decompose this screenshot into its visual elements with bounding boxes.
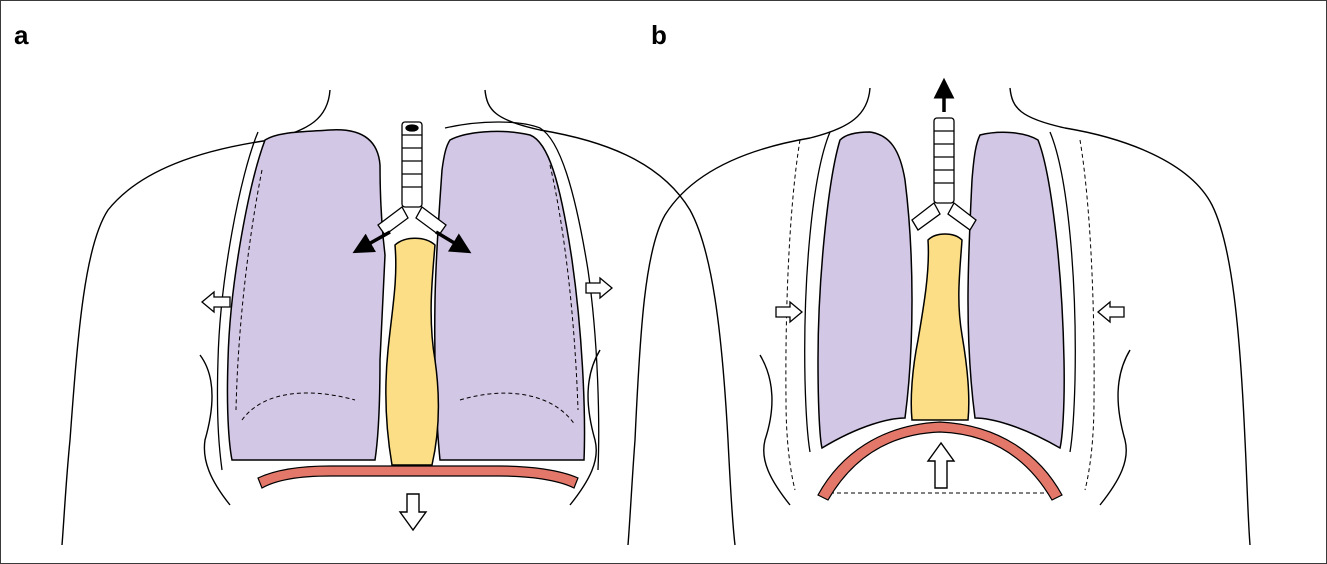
left-lung-a	[227, 130, 385, 460]
previous-chest-line-right-b	[1080, 140, 1094, 490]
diaphragm-down-arrow-a	[400, 494, 426, 530]
body-outline-right-inner-b	[1100, 350, 1130, 505]
mediastinum-b	[911, 234, 969, 420]
chest-expand-arrow-left-a	[202, 292, 230, 312]
chest-compress-arrow-right-b	[1098, 302, 1124, 322]
diaphragm-a	[258, 466, 578, 488]
trachea-b	[912, 118, 976, 230]
chest-compress-arrow-left-b	[776, 302, 802, 322]
mediastinum-a	[386, 238, 439, 465]
body-outline-left-inner-a	[200, 355, 230, 505]
trachea-a	[378, 122, 446, 235]
right-lung-b	[968, 132, 1064, 448]
left-lung-b	[818, 132, 912, 448]
diaphragm-up-arrow-b	[928, 443, 954, 488]
